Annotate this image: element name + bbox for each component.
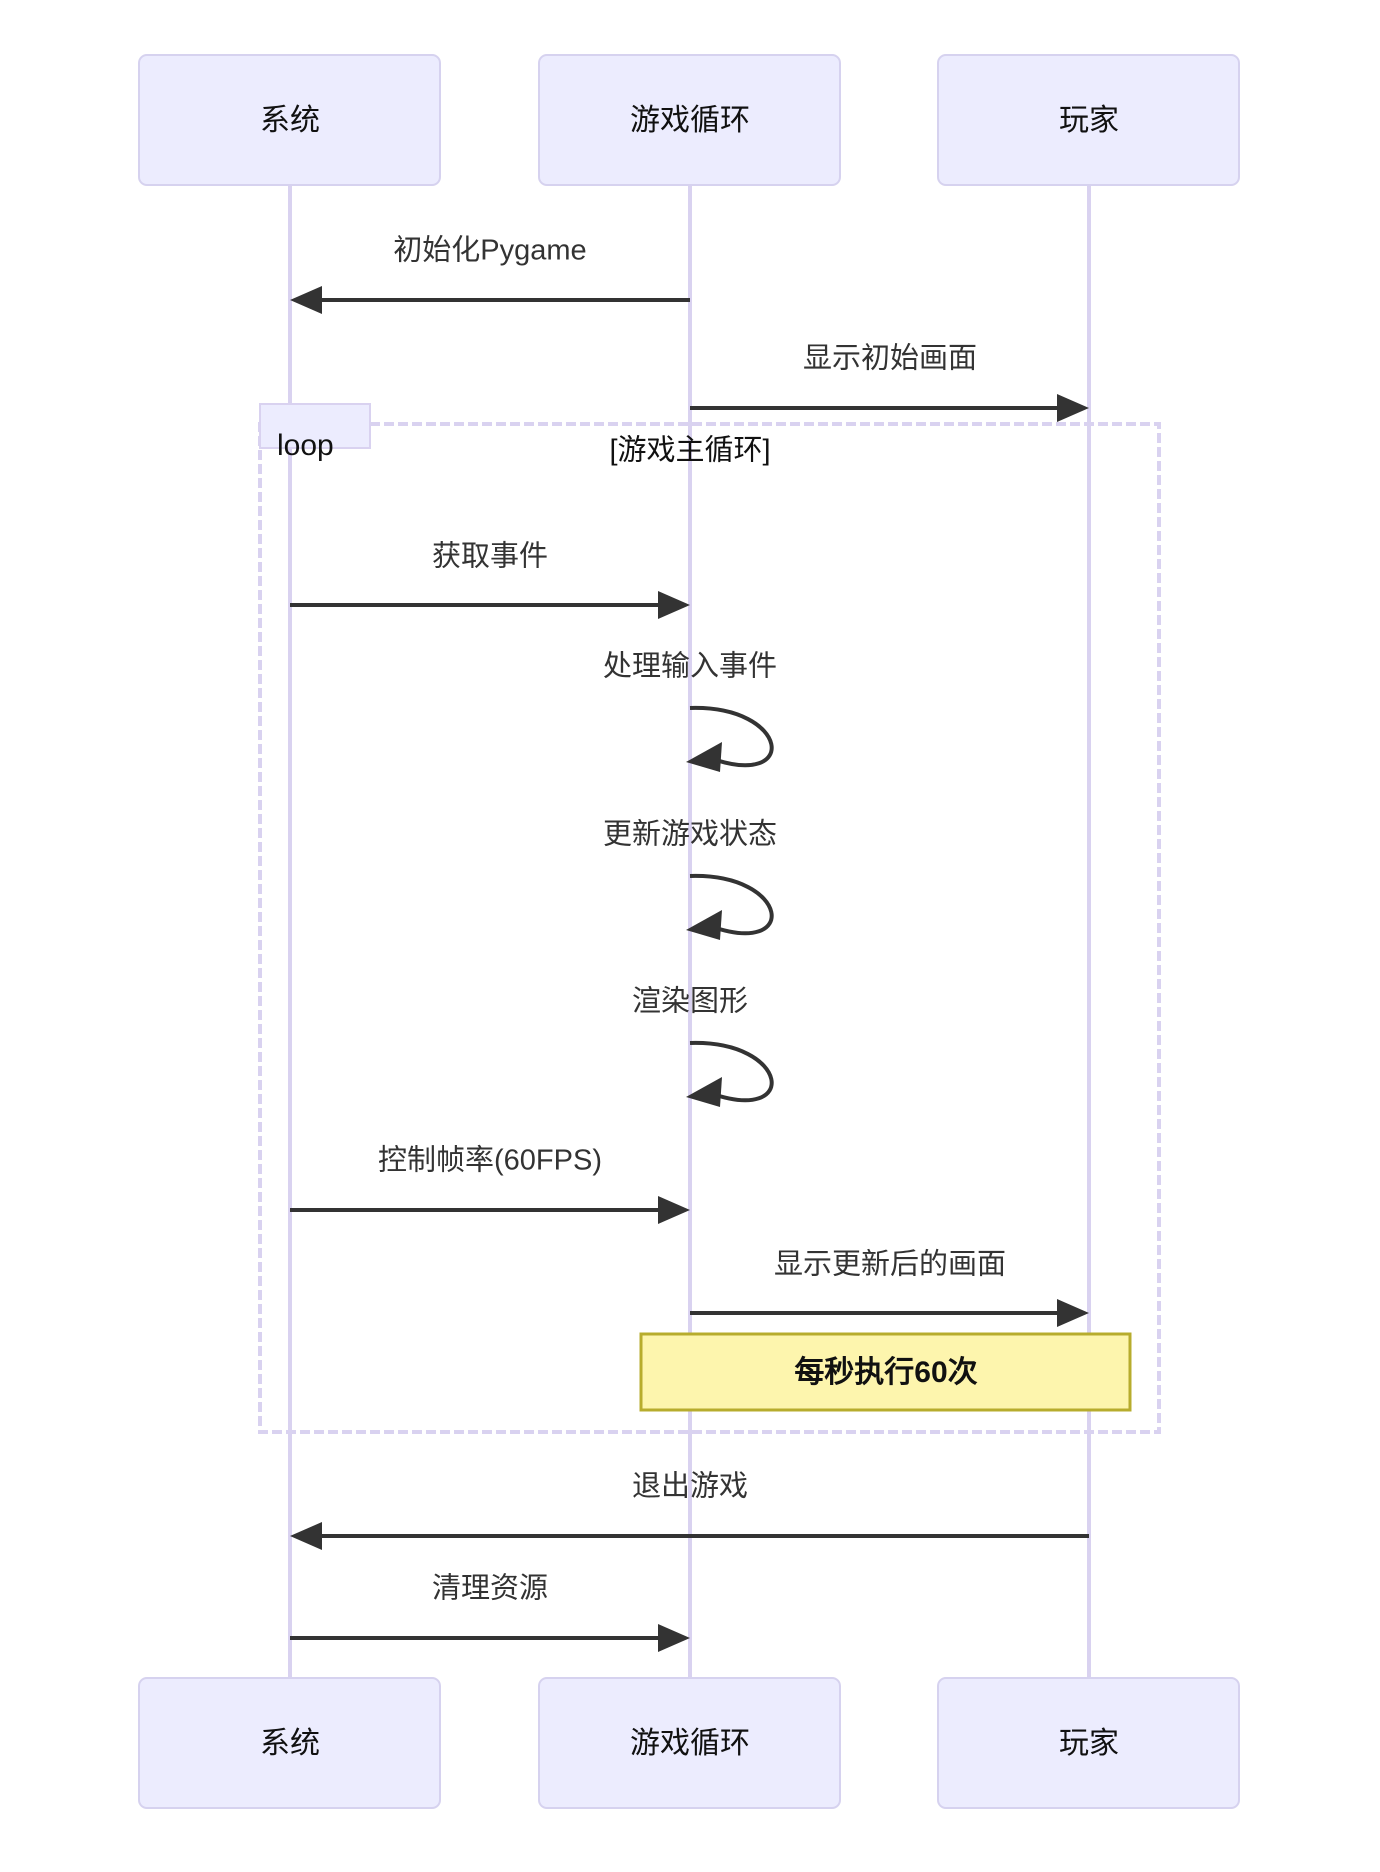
loop-frame: loop [游戏主循环] xyxy=(258,403,1161,1434)
note-per-second-60-box xyxy=(639,1332,1132,1412)
message-control-framerate-arrowhead xyxy=(658,1196,690,1224)
message-get-events-arrowhead xyxy=(658,591,690,619)
actor-bottom-player[interactable]: 玩家 xyxy=(937,1677,1240,1809)
message-cleanup-resources-arrowhead xyxy=(658,1624,690,1652)
note-per-second-60-label: 每秒执行60次 xyxy=(794,1355,977,1389)
message-show-initial-screen-label: 显示初始画面 xyxy=(803,342,977,375)
actor-boxes-top: 系统 游戏循环 玩家 xyxy=(138,54,1240,186)
actor-top-system-box[interactable] xyxy=(138,54,441,186)
actor-top-gameloop-box[interactable] xyxy=(538,54,841,186)
note-per-second-60: 每秒执行60次 xyxy=(639,1332,1132,1412)
message-update-game-state-arrowhead xyxy=(686,910,722,940)
message-render-graphics-label: 渲染图形 xyxy=(632,985,748,1018)
actor-top-system-label: 系统 xyxy=(260,104,320,137)
actor-bottom-system-label: 系统 xyxy=(260,1727,320,1760)
message-show-initial-screen[interactable]: 显示初始画面 xyxy=(690,342,1089,422)
message-cleanup-resources-label: 清理资源 xyxy=(432,1572,548,1605)
actor-bottom-player-label: 玩家 xyxy=(1059,1727,1119,1760)
message-get-events-label: 获取事件 xyxy=(432,540,548,573)
actor-bottom-player-box[interactable] xyxy=(937,1677,1240,1809)
message-handle-input-events-label: 处理输入事件 xyxy=(603,650,777,683)
message-show-updated-screen-arrowhead xyxy=(1057,1299,1089,1327)
message-handle-input-events-loop xyxy=(689,705,774,768)
message-handle-input-events[interactable]: 处理输入事件 xyxy=(603,650,777,772)
message-show-updated-screen[interactable]: 显示更新后的画面 xyxy=(690,1248,1089,1327)
loop-condition-label: [游戏主循环] xyxy=(609,434,770,467)
actor-bottom-gameloop-box[interactable] xyxy=(538,1677,841,1809)
message-update-game-state-label: 更新游戏状态 xyxy=(603,818,777,851)
message-update-game-state[interactable]: 更新游戏状态 xyxy=(603,818,777,940)
message-init-pygame-arrowhead xyxy=(290,286,322,314)
message-show-updated-screen-label: 显示更新后的画面 xyxy=(774,1248,1006,1281)
loop-frame-border xyxy=(258,422,1161,1434)
actor-top-player-box[interactable] xyxy=(937,54,1240,186)
actor-boxes-bottom: 系统 游戏循环 玩家 xyxy=(138,1677,1240,1809)
actor-top-player-label: 玩家 xyxy=(1059,104,1119,137)
actor-bottom-gameloop[interactable]: 游戏循环 xyxy=(538,1677,841,1809)
message-control-framerate-label: 控制帧率(60FPS) xyxy=(378,1144,602,1177)
message-show-initial-screen-arrowhead xyxy=(1057,394,1089,422)
actor-top-player[interactable]: 玩家 xyxy=(937,54,1240,186)
message-render-graphics[interactable]: 渲染图形 xyxy=(632,985,774,1107)
message-quit-game[interactable]: 退出游戏 xyxy=(290,1470,1089,1550)
actor-top-gameloop[interactable]: 游戏循环 xyxy=(538,54,841,186)
message-render-graphics-loop xyxy=(689,1040,774,1103)
loop-tag-label: loop xyxy=(277,429,334,462)
actor-top-system[interactable]: 系统 xyxy=(138,54,441,186)
actor-top-gameloop-label: 游戏循环 xyxy=(630,104,750,137)
message-init-pygame[interactable]: 初始化Pygame xyxy=(290,234,690,314)
actor-bottom-gameloop-label: 游戏循环 xyxy=(630,1727,750,1760)
message-cleanup-resources[interactable]: 清理资源 xyxy=(290,1572,690,1652)
message-handle-input-events-arrowhead xyxy=(686,742,722,772)
message-init-pygame-label: 初始化Pygame xyxy=(393,234,586,267)
message-render-graphics-arrowhead xyxy=(686,1077,722,1107)
message-quit-game-label: 退出游戏 xyxy=(632,1470,748,1503)
message-control-framerate[interactable]: 控制帧率(60FPS) xyxy=(290,1144,690,1224)
actor-bottom-system[interactable]: 系统 xyxy=(138,1677,441,1809)
message-get-events[interactable]: 获取事件 xyxy=(290,540,690,619)
actor-bottom-system-box[interactable] xyxy=(138,1677,441,1809)
message-quit-game-arrowhead xyxy=(290,1522,322,1550)
loop-tag-shape xyxy=(259,403,371,449)
message-update-game-state-loop xyxy=(689,873,774,936)
